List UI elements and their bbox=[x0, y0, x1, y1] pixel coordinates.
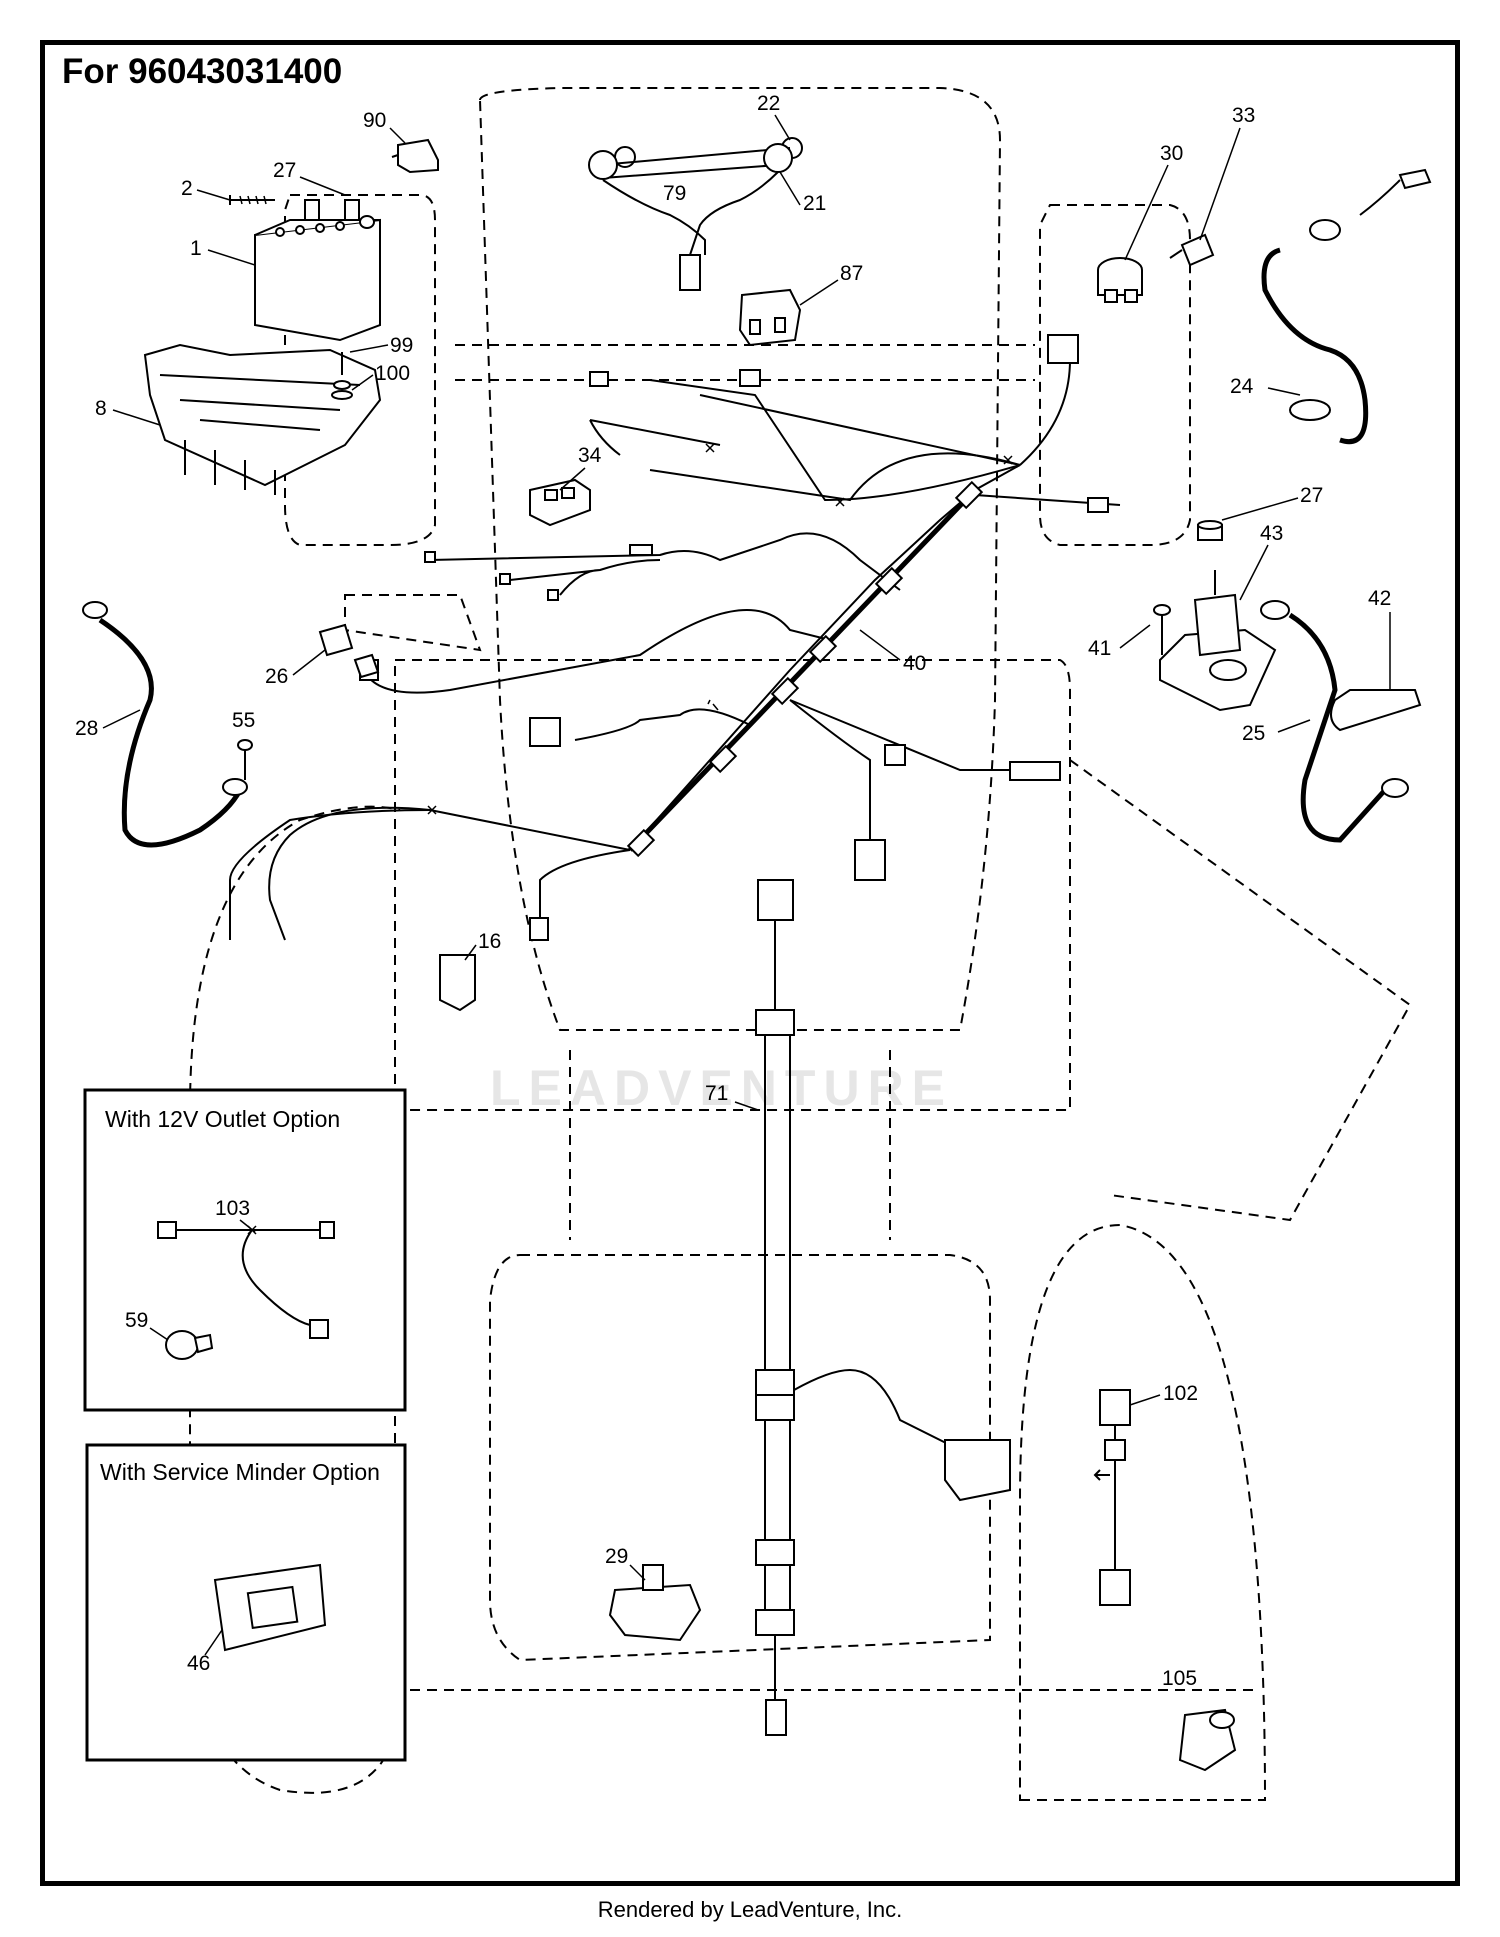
callout-87: 87 bbox=[840, 262, 863, 285]
callout-71: 71 bbox=[705, 1082, 728, 1105]
callout-29: 29 bbox=[605, 1545, 628, 1568]
callout-16: 16 bbox=[478, 930, 501, 953]
callout-26: 26 bbox=[265, 665, 288, 688]
callout-24: 24 bbox=[1230, 375, 1254, 398]
callout-59: 59 bbox=[125, 1309, 148, 1332]
callout-30: 30 bbox=[1160, 142, 1183, 165]
diagram-frame bbox=[40, 40, 1460, 1886]
part-25-cable bbox=[1260, 600, 1409, 843]
callout-43: 43 bbox=[1260, 522, 1283, 545]
callout-42: 42 bbox=[1368, 587, 1391, 610]
part-34-switch bbox=[529, 478, 591, 527]
callout-90: 90 bbox=[363, 109, 386, 132]
inset-service-minder-title: With Service Minder Option bbox=[100, 1459, 380, 1485]
watermark: LEADVENTURE bbox=[490, 1060, 953, 1116]
callout-1: 1 bbox=[190, 237, 202, 260]
part-8-battery-tray bbox=[143, 343, 382, 495]
part-90-terminal-cover bbox=[391, 138, 439, 174]
callout-40: 40 bbox=[903, 652, 926, 675]
part-41-bolt bbox=[1153, 604, 1171, 655]
inset-12v-outlet-title: With 12V Outlet Option bbox=[105, 1106, 340, 1132]
part-43-solenoid bbox=[1159, 570, 1277, 712]
callout-41: 41 bbox=[1088, 637, 1111, 660]
part-30-ignition-switch bbox=[1097, 257, 1143, 303]
callout-55: 55 bbox=[232, 709, 255, 732]
callout-105: 105 bbox=[1162, 1667, 1197, 1690]
main-harness-40 bbox=[229, 334, 1121, 941]
part-99-100-hardware bbox=[331, 352, 353, 400]
callouts: 90 2 27 1 8 99 100 22 79 21 87 34 30 33 … bbox=[75, 92, 1391, 1690]
callout-103: 103 bbox=[215, 1197, 250, 1220]
callout-99: 99 bbox=[390, 334, 413, 357]
harness-71 bbox=[755, 879, 1011, 1736]
model-title: For 96043031400 bbox=[62, 52, 343, 91]
callout-27-top: 27 bbox=[273, 159, 296, 182]
part-29-switch bbox=[608, 1564, 702, 1642]
part-79-21-light-harness bbox=[588, 143, 793, 291]
part-2-bolt bbox=[229, 195, 275, 205]
callout-33: 33 bbox=[1232, 104, 1255, 127]
callout-46: 46 bbox=[187, 1652, 210, 1675]
callout-2: 2 bbox=[181, 177, 193, 200]
part-55-bolt bbox=[237, 739, 253, 780]
callout-34: 34 bbox=[578, 444, 602, 467]
callout-21: 21 bbox=[803, 192, 826, 215]
callout-28: 28 bbox=[75, 717, 98, 740]
callout-100: 100 bbox=[375, 362, 410, 385]
part-16-relay bbox=[439, 954, 476, 1012]
part-102-harness bbox=[1093, 1389, 1131, 1606]
callout-8: 8 bbox=[95, 397, 107, 420]
footer-credit: Rendered by LeadVenture, Inc. bbox=[597, 1897, 903, 1922]
part-27-nut bbox=[1197, 520, 1223, 541]
callout-102: 102 bbox=[1163, 1382, 1198, 1405]
callout-27-right: 27 bbox=[1300, 484, 1323, 507]
inset-service-minder: With Service Minder Option bbox=[85, 1443, 407, 1762]
part-24-cable bbox=[1261, 168, 1432, 444]
part-87-switch bbox=[738, 288, 802, 347]
inset-12v-outlet: With 12V Outlet Option bbox=[83, 1088, 407, 1412]
callout-22: 22 bbox=[757, 92, 780, 115]
part-33-connector bbox=[1169, 233, 1215, 267]
part-42-boot bbox=[1330, 689, 1422, 732]
part-105-relay bbox=[1178, 1708, 1237, 1772]
part-26-fuse bbox=[318, 623, 380, 679]
part-22-bulbs bbox=[599, 137, 803, 179]
part-28-cable bbox=[82, 601, 248, 848]
part-1-battery bbox=[254, 199, 381, 342]
callout-79: 79 bbox=[663, 182, 686, 205]
callout-25: 25 bbox=[1242, 722, 1265, 745]
